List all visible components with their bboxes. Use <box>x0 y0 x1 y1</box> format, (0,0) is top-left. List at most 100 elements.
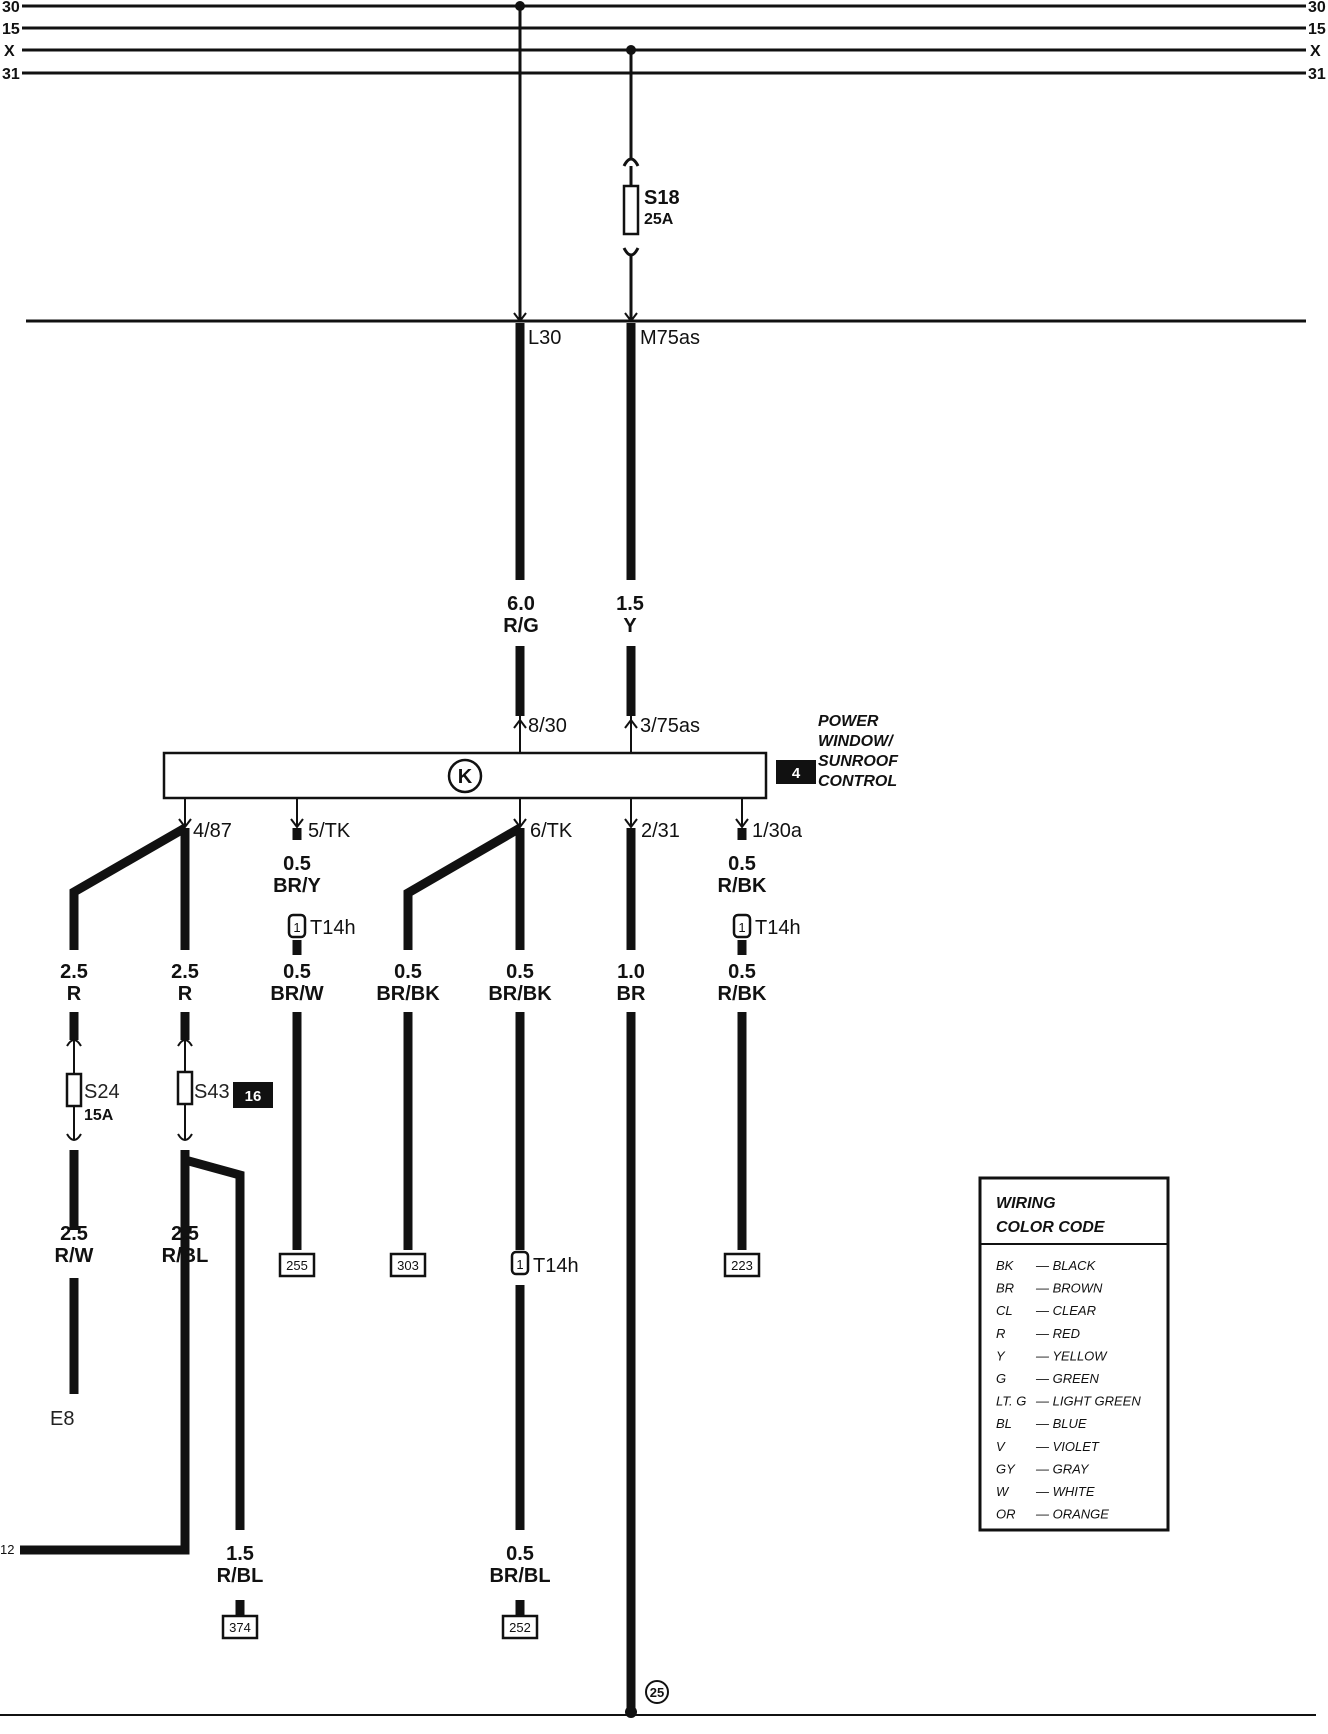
fuse-s43-ref-badge <box>233 1082 273 1108</box>
wire-size: 0.5 <box>283 961 311 983</box>
connector-pin-symbol: 1 <box>516 1257 523 1272</box>
pin-label: 3/75as <box>640 715 700 737</box>
module-label-line: POWER <box>818 713 879 730</box>
ref-box-frame <box>501 1614 539 1640</box>
fuse-body <box>65 1072 83 1108</box>
terminal-l30: L30 <box>528 327 561 349</box>
wire-color: BR/BL <box>489 1565 550 1587</box>
pin-label: 5/TK <box>308 820 351 842</box>
wire-color: BR/W <box>270 983 323 1005</box>
module-label-line: SUNROOF <box>818 753 899 770</box>
bus-labels-right: 30 15 X 31 <box>1308 0 1326 83</box>
legend-color-name: — YELLOW <box>1035 1348 1108 1363</box>
track-number: 402 <box>280 1731 313 1734</box>
bottom-wire-labels: 1.5 R/BL 0.5 BR/BL <box>217 1543 551 1587</box>
pin-label: 8/30 <box>528 715 567 737</box>
ref-box: 252 <box>501 1614 539 1640</box>
track-numbers: 399 400 401 402 403 404 405 406 <box>57 1731 758 1734</box>
pin-label: 1/30a <box>752 820 803 842</box>
connector-body <box>510 1250 530 1276</box>
legend-color-name: — GREEN <box>1035 1371 1099 1386</box>
wire-size: 0.5 <box>728 853 756 875</box>
pin-arrow <box>513 312 527 323</box>
module-top-pins <box>513 716 638 753</box>
panel-pins <box>513 312 638 323</box>
track-number: 399 <box>57 1731 90 1734</box>
bus-label-right: X <box>1310 43 1321 60</box>
track-number: 406 <box>725 1731 758 1734</box>
thick-wires-upper <box>515 323 636 716</box>
ref-box-text: 223 <box>731 1258 753 1273</box>
fuse-s43-name: S43 <box>194 1081 230 1103</box>
connector-t14h: 1 T14h <box>510 1250 579 1277</box>
wire-size: 0.5 <box>728 961 756 983</box>
wire-color: BR/Y <box>273 875 321 897</box>
wire-size: 1.5 <box>226 1543 254 1565</box>
mid-wire-labels: 2.5 R 2.5 R 0.5 BR/W 0.5 BR/BK 0.5 BR/BK… <box>60 961 767 1005</box>
ground-point: 25 <box>645 1680 669 1704</box>
legend-color-name: — RED <box>1035 1326 1080 1341</box>
legend-color-name: — GRAY <box>1035 1461 1090 1476</box>
wire-brbk-left <box>403 824 523 950</box>
module-ref-badge-text: 4 <box>792 765 801 782</box>
bus-label-right: 31 <box>1308 66 1326 83</box>
wire-size: 0.5 <box>394 961 422 983</box>
track-number: 400 <box>168 1731 201 1734</box>
ref-box-frame <box>278 1252 316 1278</box>
legend-color-name: — BLUE <box>1035 1416 1087 1431</box>
ref-box-text: 255 <box>286 1258 308 1273</box>
ref-box: 223 <box>723 1252 761 1278</box>
wire-rbl-branch <box>180 1150 245 1530</box>
ref-box-text: 252 <box>509 1620 531 1635</box>
power-window-sunroof-control: K 4 POWER WINDOW/ SUNROOF CONTROL <box>162 713 899 800</box>
ref-box-frame <box>389 1252 427 1278</box>
connector-label: T14h <box>310 917 356 939</box>
connector-t14h: 1 T14h <box>287 913 356 939</box>
fuse-body <box>176 1070 194 1106</box>
legend-title: WIRING <box>996 1195 1056 1212</box>
wire-color: Y <box>623 615 637 637</box>
legend-color-name: — BROWN <box>1035 1281 1103 1296</box>
lower-wire-labels: 2.5 R/W 2.5 R/BL <box>55 1223 209 1267</box>
wire-size: 2.5 <box>171 961 199 983</box>
wire-color: R <box>178 983 193 1005</box>
wire-color: BR <box>617 983 646 1005</box>
fuse-s43: S43 16 <box>176 1039 273 1141</box>
pin-label: 4/87 <box>193 820 232 842</box>
bus-label-left: 31 <box>2 66 20 83</box>
legend-code: GY <box>996 1461 1016 1476</box>
wire-color: R/BL <box>217 1565 264 1587</box>
wire-size: 1.0 <box>617 961 645 983</box>
track-number: 401 <box>223 1731 256 1734</box>
module-wire-labels: 0.5 BR/Y 0.5 R/BK <box>273 853 767 897</box>
wire-color: R/BK <box>718 875 767 897</box>
wire-size: 2.5 <box>60 1223 88 1245</box>
fuse-s24-name: S24 <box>84 1081 120 1103</box>
pin-label: 6/TK <box>530 820 573 842</box>
fuse-body <box>622 184 640 236</box>
wire-color: R/G <box>503 615 539 637</box>
fuse-s24: S24 15A <box>65 1039 120 1141</box>
connector-t14h: 1 T14h <box>732 913 801 939</box>
wire-size: 2.5 <box>60 961 88 983</box>
legend-code: BR <box>996 1281 1014 1296</box>
module-bottom-pin-labels: 4/87 5/TK 6/TK 2/31 1/30a <box>193 820 803 842</box>
legend-code: G <box>996 1371 1006 1386</box>
fuse-terminal-top <box>622 157 640 167</box>
connector-pin-symbol: 1 <box>293 920 300 935</box>
wire-rbl <box>20 1160 190 1555</box>
bus-label-right: 15 <box>1308 21 1326 38</box>
ref-box: 303 <box>389 1252 427 1278</box>
bus-labels-left: 30 15 X 31 <box>2 0 20 83</box>
ref-box-frame <box>221 1614 259 1640</box>
wire-size: 0.5 <box>506 1543 534 1565</box>
legend-color-name: — WHITE <box>1035 1484 1095 1499</box>
module-label-line: WINDOW/ <box>818 733 894 750</box>
terminal-m75as: M75as <box>640 327 700 349</box>
module-symbol: K <box>458 766 473 788</box>
legend-code: OR <box>996 1507 1016 1522</box>
fuse-s18-rating: 25A <box>644 211 674 228</box>
ground-junction-dot <box>625 1706 637 1718</box>
